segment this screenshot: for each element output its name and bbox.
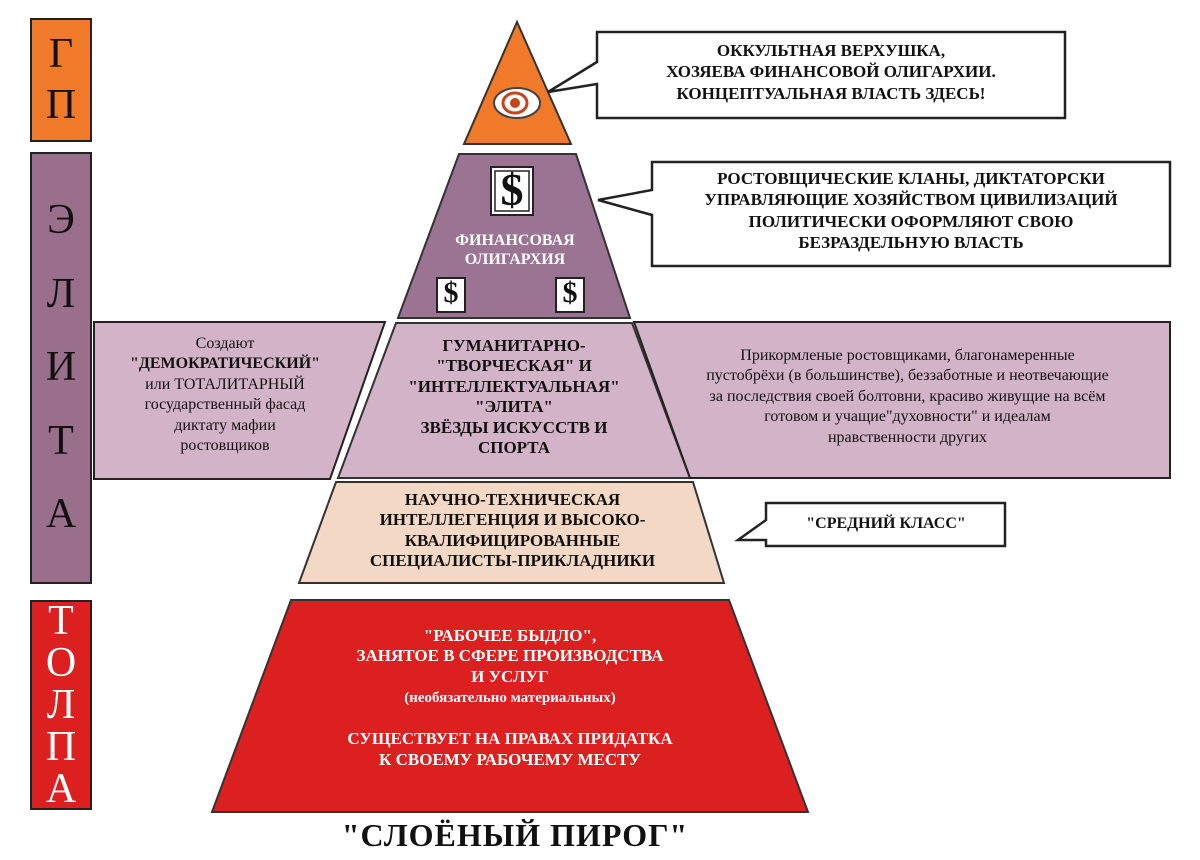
all-seeing-eye-icon [493,87,541,119]
label-line: "ТВОРЧЕСКАЯ" И [436,356,592,376]
side-letter: И [45,344,77,391]
callout-line: ХОЗЯЕВА ФИНАНСОВОЙ ОЛИГАРХИИ. [666,62,996,82]
side-letter: Л [46,682,76,728]
dollar-glyph: $ [562,276,578,309]
box-line: или ТОТАЛИТАРНЫЙ [145,375,305,393]
box-line: за последствия своей болтовни, красиво ж… [709,387,1106,405]
callout-line: "СРЕДНИЙ КЛАСС" [806,515,966,532]
side-label-elita: Э Л И Т А [30,152,92,584]
box-line: ростовщиков [180,437,270,455]
label-line: ЗВЁЗДЫ ИСКУССТВ И [420,417,608,437]
pyramid-base-tier [210,599,810,813]
label-line: ОЛИГАРХИЯ [464,251,566,269]
callout-line: ПОЛИТИЧЕСКИ ОФОРМЛЯЮТ СВОЮ [748,211,1074,231]
callout-middle-text: "СРЕДНИЙ КЛАСС" [768,514,1004,534]
side-letter: П [45,82,77,128]
callout-line: КОНЦЕПТУАЛЬНАЯ ВЛАСТЬ ЗДЕСЬ! [676,83,986,103]
label-line: "ЭЛИТА" [475,397,553,417]
callout-usury-text: РОСТОВЩИЧЕСКИЕ КЛАНЫ, ДИКТАТОРСКИ УПРАВЛ… [655,168,1167,253]
side-letter: Л [46,270,76,317]
dollar-icon [555,277,585,313]
label-note: (необязательно материальных) [404,690,616,707]
callout-line: РОСТОВЩИЧЕСКИЕ КЛАНЫ, ДИКТАТОРСКИ [717,169,1105,188]
box-line: государственный фасад [144,396,306,414]
label-line: СПЕЦИАЛИСТЫ-ПРИКЛАДНИКИ [369,551,656,571]
callout-middle-bubble [734,501,1007,548]
left-side-box [93,321,387,480]
callout-line: УПРАВЛЯЮЩИЕ ХОЗЯЙСТВОМ ЦИВИЛИЗАЦИЙ [704,190,1118,210]
label-line: "ИНТЕЛЛЕКТУАЛЬНАЯ" [408,376,620,396]
side-label-tolpa: Т О Л П А [30,600,92,810]
left-box-text: Создают "ДЕМОКРАТИЧЕСКИЙ" или ТОТАЛИТАРН… [100,334,350,457]
label-line: И УСЛУГ [471,666,549,686]
dollar-icon [436,277,466,313]
label-line: СПОРТА [477,437,551,457]
side-letter: П [45,724,77,770]
box-line: готовом и учащие"духовности" и идеалам [764,408,1051,426]
pyramid-top-tier [462,19,573,145]
box-line: Прикормленые ростовщиками, благонамеренн… [740,347,1075,364]
callout-usury-bubble [597,160,1172,268]
label-line: ГУМАНИТАРНО- [442,336,586,355]
callout-top-bubble [547,30,1067,120]
right-side-box [632,321,1171,479]
side-letter: Г [48,30,74,77]
base-tier-label: "РАБОЧЕЕ БЫДЛО", ЗАНЯТОЕ В СФЕРЕ ПРОИЗВО… [290,626,730,770]
label-line: ИНТЕЛЛЕГЕНЦИЯ И ВЫСОКО- [379,510,646,530]
financial-oligarchy-label: ФИНАНСОВАЯ ОЛИГАРХИЯ [420,231,610,269]
dollar-icon [490,166,534,216]
dollar-glyph: $ [443,276,459,309]
side-letter: О [45,640,77,686]
elite-tier-label: ГУМАНИТАРНО- "ТВОРЧЕСКАЯ" И "ИНТЕЛЛЕКТУА… [400,336,628,458]
label-line: ЗАНЯТОЕ В СФЕРЕ ПРОИЗВОДСТВА [356,646,664,666]
side-label-gp: Г П [30,18,92,142]
box-line: Создают [195,335,255,352]
side-letter: А [45,766,77,812]
label-line: ФИНАНСОВАЯ [455,232,575,249]
side-letter: Т [48,598,74,644]
box-line: пустобрёхи (в большинстве), беззаботные … [706,367,1109,385]
side-letter: А [45,491,77,538]
label-line: К СВОЕМУ РАБОЧЕМУ МЕСТУ [379,749,641,769]
label-line: "РАБОЧЕЕ БЫДЛО", [423,626,597,645]
label-line: СУЩЕСТВУЕТ НА ПРАВАХ ПРИДАТКА [347,729,673,749]
label-line: КВАЛИФИЦИРОВАННЫЕ [404,530,621,550]
right-box-text: Прикормленые ростовщиками, благонамеренн… [650,346,1165,448]
dollar-glyph: $ [500,164,524,215]
diagram-title: "СЛОЁНЫЙ ПИРОГ" [341,817,689,853]
box-line: нравственности других [827,428,987,446]
pyramid-middle-tier [297,481,726,584]
callout-line: БЕЗРАЗДЕЛЬНУЮ ВЛАСТЬ [798,232,1024,252]
side-letter: Т [48,417,74,464]
label-line: НАУЧНО-ТЕХНИЧЕСКАЯ [404,490,621,509]
box-line: "ДЕМОКРАТИЧЕСКИЙ" [129,355,321,373]
middle-tier-label: НАУЧНО-ТЕХНИЧЕСКАЯ ИНТЕЛЛЕГЕНЦИЯ И ВЫСОК… [330,490,695,572]
side-letter: Э [47,197,75,244]
box-line: диктату мафии [174,416,276,434]
callout-top-text: ОККУЛЬТНАЯ ВЕРХУШКА, ХОЗЯЕВА ФИНАНСОВОЙ … [600,40,1062,104]
callout-line: ОККУЛЬТНАЯ ВЕРХУШКА, [716,41,946,60]
